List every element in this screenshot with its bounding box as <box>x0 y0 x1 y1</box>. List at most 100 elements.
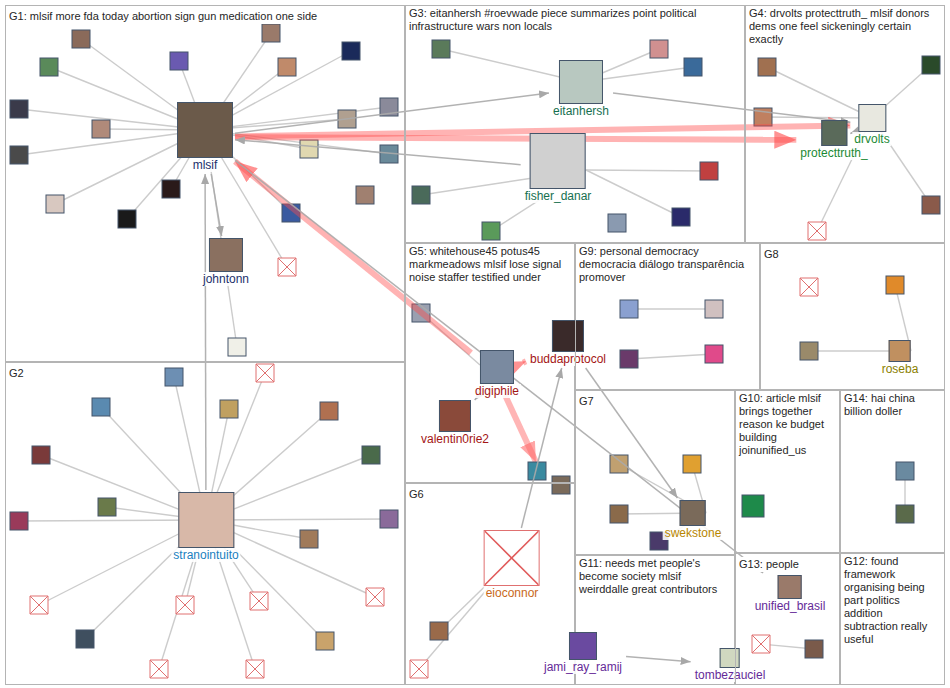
avatar-icon <box>758 58 776 76</box>
avatar-icon <box>316 632 334 650</box>
avatar-icon <box>262 24 280 42</box>
avatar-icon <box>432 40 450 58</box>
avatar-icon <box>886 276 904 294</box>
avatar-icon <box>742 495 764 517</box>
avatar-icon <box>430 622 448 640</box>
avatar-icon <box>650 40 668 58</box>
user-node: drvolts <box>852 104 891 146</box>
avatar-icon <box>683 455 701 473</box>
group-box: G5: whitehouse45 potus45 markmeadows mls… <box>405 243 575 483</box>
avatar-icon <box>76 630 94 648</box>
group-heading: G3: eitanhersh #roevwade piece summarize… <box>406 6 742 34</box>
avatar-image <box>480 350 514 384</box>
connector <box>235 137 796 140</box>
avatar-icon <box>672 208 690 226</box>
user-node: johntonn <box>201 238 251 286</box>
group-heading: G2 <box>6 366 27 381</box>
cross-line <box>485 531 539 585</box>
connector <box>521 368 561 528</box>
avatar-image <box>821 120 847 146</box>
group-box: G11: needs met people's become society m… <box>575 555 735 685</box>
avatar-icon <box>620 350 638 368</box>
user-node: roseba <box>880 340 921 376</box>
avatar-icon <box>300 530 318 548</box>
avatar-icon <box>552 476 570 494</box>
group-box: G12: found framework organising being pa… <box>840 553 945 685</box>
placeholder-avatar <box>752 635 770 653</box>
group-heading: G6 <box>406 487 427 502</box>
user-name: drvolts <box>852 132 891 146</box>
avatar-icon <box>10 512 28 530</box>
user-name: swekstone <box>663 526 724 540</box>
avatar-icon <box>608 214 626 232</box>
avatar-image <box>178 492 234 548</box>
user-name: eioconnor <box>484 586 541 600</box>
avatar-icon <box>684 58 702 76</box>
avatar-icon <box>700 162 718 180</box>
group-heading: G13: people <box>736 557 802 572</box>
placeholder-avatar <box>176 596 194 614</box>
placeholder-avatar <box>800 278 818 296</box>
avatar-icon <box>165 368 183 386</box>
group-heading: G8 <box>761 247 782 262</box>
user-name: buddaprotocol <box>528 352 608 366</box>
edge-line <box>586 170 709 171</box>
group-box: G7 swekstone <box>575 390 735 555</box>
user-node: digiphile <box>473 350 521 398</box>
avatar-image <box>680 500 706 526</box>
connector <box>523 361 526 362</box>
connector <box>204 174 206 490</box>
cross-line <box>485 531 539 585</box>
avatar-icon <box>896 505 914 523</box>
avatar-icon <box>72 30 90 48</box>
avatar-icon <box>610 505 628 523</box>
user-name: stranointuito <box>171 548 240 562</box>
connector <box>235 160 763 573</box>
user-node: mlsif <box>177 102 233 172</box>
avatar-image <box>209 238 243 272</box>
avatar-icon <box>380 510 398 528</box>
edge-line <box>629 308 714 309</box>
user-node: swekstone <box>663 500 724 540</box>
connector <box>586 368 678 498</box>
avatar-image <box>530 133 586 189</box>
edge-line <box>767 67 872 118</box>
avatar-icon <box>92 398 110 416</box>
placeholder-avatar <box>250 592 268 610</box>
avatar-icon <box>610 455 628 473</box>
avatar-icon <box>705 345 723 363</box>
avatar-icon <box>805 640 823 658</box>
placeholder-avatar <box>410 660 428 678</box>
highlight-edge <box>505 395 536 462</box>
avatar-image <box>439 400 471 432</box>
placeholder-avatar <box>256 364 274 382</box>
avatar-icon <box>412 186 430 204</box>
edge-line <box>629 354 714 359</box>
group-heading: G7 <box>576 394 597 409</box>
avatar-icon <box>228 338 246 356</box>
avatar-image <box>720 648 740 668</box>
group-heading: G12: found framework organising being pa… <box>841 554 942 647</box>
avatar-icon <box>342 42 360 60</box>
group-box: G13: peopleunified_brasil <box>735 553 840 685</box>
avatar-image <box>778 575 802 599</box>
placeholder-avatar <box>366 588 384 606</box>
user-name: roseba <box>880 362 921 376</box>
group-heading: G4: drvolts protecttruth_ mlsif donors d… <box>746 6 942 47</box>
user-node: valentin0rie2 <box>419 400 491 446</box>
user-name: fisher_danar <box>523 189 594 203</box>
avatar-icon <box>362 446 380 464</box>
placeholder-cross <box>485 531 539 585</box>
avatar-icon <box>620 300 638 318</box>
avatar-icon <box>170 52 188 70</box>
group-heading: G1: mlsif more fda today abortion sign g… <box>6 9 320 24</box>
group-heading: G11: needs met people's become society m… <box>576 556 732 597</box>
group-heading: G9: personal democracy democracia diálog… <box>576 244 757 285</box>
connector <box>626 657 691 662</box>
group-heading: G5: whitehouse45 potus45 markmeadows mls… <box>406 244 572 285</box>
avatar-icon <box>300 140 318 158</box>
avatar-icon <box>10 146 28 164</box>
connector <box>235 140 521 165</box>
